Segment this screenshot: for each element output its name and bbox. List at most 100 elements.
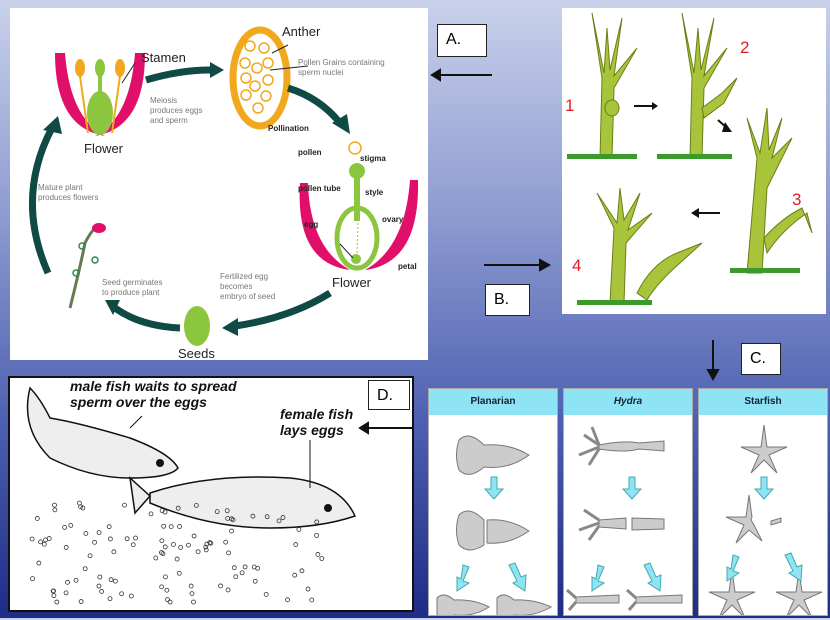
column-header: Planarian [429,389,557,415]
egg-mark [203,547,209,553]
egg-mark [159,550,164,555]
stage-1: 1 [565,96,575,115]
egg-mark [159,508,165,513]
column-header: Starfish [699,389,827,415]
egg-mark [92,539,97,545]
label-female-fish: female fish lays eggs [280,406,354,438]
egg-mark [189,591,195,597]
egg-mark [96,583,102,589]
egg-mark [174,556,180,562]
egg-mark [119,591,125,597]
egg-mark [207,540,213,545]
egg-mark [65,579,70,585]
label-box-c: C. [741,343,781,375]
egg-mark [191,599,196,605]
egg-mark [112,578,118,584]
label-pollen-tube: pollen tube [298,184,341,193]
egg-mark [76,500,82,506]
egg-mark [63,590,69,596]
egg-mark [229,528,234,534]
egg-mark [133,535,138,541]
label-petal: petal [398,262,417,271]
egg-mark [30,576,35,582]
egg-mark [315,552,321,557]
egg-mark [231,565,237,571]
label-egg: egg [304,220,319,229]
egg-mark [252,578,258,584]
egg-mark [292,572,298,578]
egg-mark [195,549,201,555]
egg-mark [83,531,89,536]
egg-mark [218,583,223,589]
egg-mark [108,577,114,583]
egg-mark [177,524,182,529]
egg-mark [193,503,199,508]
note-germinates: Seed germinates to produce plant [102,278,163,297]
egg-mark [106,524,112,530]
egg-mark [128,593,134,599]
planarian-icons [436,435,553,620]
egg-mark [251,564,257,570]
egg-mark [171,542,176,547]
egg-mark [41,541,47,547]
egg-mark [153,555,159,561]
egg-mark [36,560,42,566]
note-pollen-grains: Pollen Grains containing sperm nuclei [298,58,385,77]
fish-drawing [26,386,357,605]
egg-mark [250,513,256,519]
egg-mark [293,542,299,547]
egg-mark [29,536,35,542]
egg-mark [305,586,311,592]
egg-mark [52,507,58,513]
egg-mark [97,574,103,580]
stage-4: 4 [572,256,582,275]
label-flower-right: Flower [332,275,372,290]
egg-mark [78,599,84,604]
egg-mark [165,597,170,603]
egg-mark [62,524,68,530]
egg-mark [159,538,165,544]
egg-mark [263,592,269,597]
egg-mark [73,577,79,583]
egg-mark [107,536,113,542]
egg-mark [225,587,231,593]
egg-mark [225,516,231,521]
egg-mark [230,517,236,523]
egg-mark [163,574,168,580]
note-mature: Mature plant produces flowers [38,183,99,202]
egg-mark [167,599,173,605]
stage-3: 3 [792,190,802,209]
egg-mark [43,537,48,543]
egg-mark [224,508,230,514]
egg-mark [111,549,117,555]
label-seeds: Seeds [178,346,215,361]
egg-mark [52,502,57,508]
egg-mark [130,542,136,548]
label-ovary: ovary [382,215,404,224]
label-male-fish: male fish waits to spread sperm over the… [70,378,237,410]
egg-mark [178,545,184,550]
egg-mark [309,597,315,603]
egg-mark [148,511,154,517]
egg-mark [280,515,286,520]
egg-mark [314,519,320,525]
egg-mark [186,542,191,548]
starfish-icons [708,424,823,619]
egg-mark [299,568,305,574]
column-planarian: Planarian [428,388,558,620]
egg-mark [87,553,93,559]
label-flower-left: Flower [84,141,124,156]
egg-mark [99,589,104,594]
note-meiosis: Meiosis produces eggs and sperm [150,96,203,125]
plant-cycle-drawing [28,26,419,346]
egg-mark [54,599,60,605]
column-hydra: Hydra [563,388,693,616]
egg-mark [239,570,245,576]
column-header: Hydra [564,389,692,415]
hydra-budding-panel: 1 2 3 4 [562,8,826,314]
egg-mark [203,544,209,550]
egg-mark [296,527,302,532]
egg-mark [68,522,74,528]
label-stigma: stigma [360,154,386,163]
plant-life-cycle-panel: Stamen Anther Flower Flower Seeds Pollen… [10,8,428,361]
